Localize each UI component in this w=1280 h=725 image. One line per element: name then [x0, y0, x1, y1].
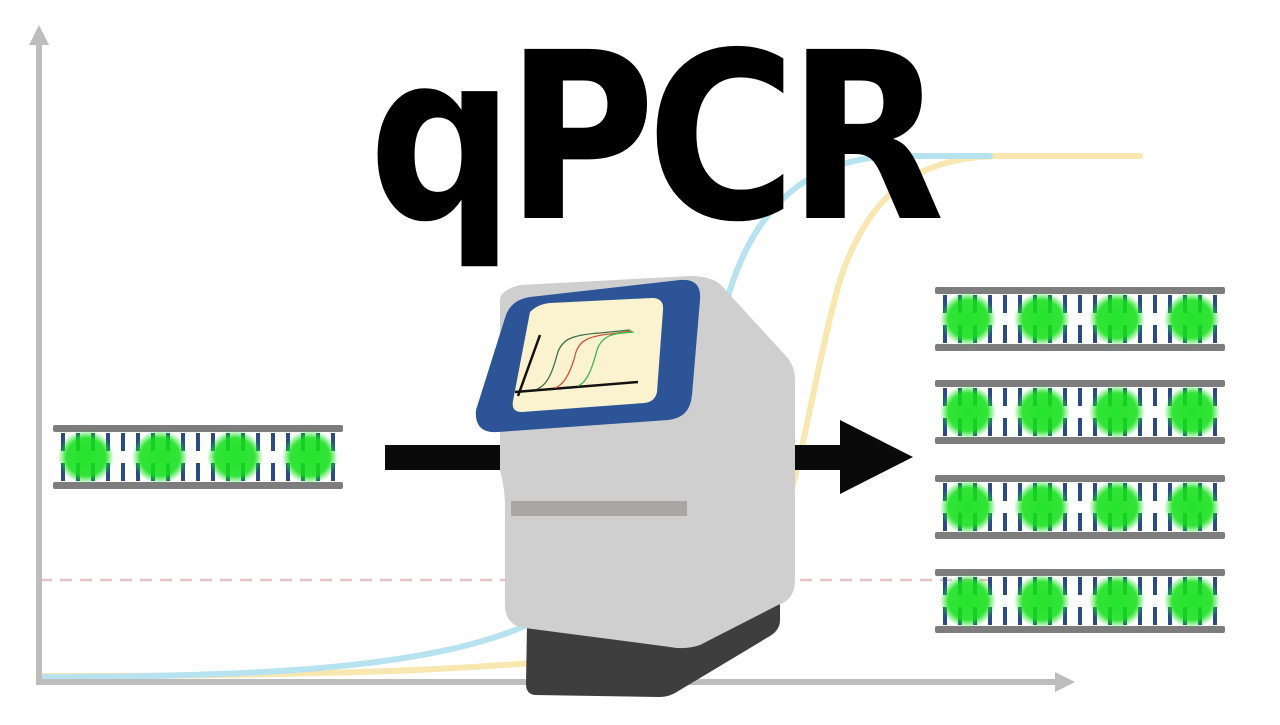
input-dna-strand: [53, 425, 343, 489]
screen: [512, 298, 664, 412]
output-dna-strands: [935, 287, 1225, 633]
output-dna-strand: [935, 287, 1225, 351]
page-title: qPCR: [368, 3, 944, 273]
y-axis-arrow: [29, 25, 49, 685]
machine-slot: [511, 501, 687, 516]
output-dna-strand: [935, 569, 1225, 633]
screen-mini-chart: [514, 329, 639, 397]
output-dna-strand: [935, 475, 1225, 539]
output-dna-strand: [935, 380, 1225, 444]
qpcr-machine: [475, 276, 795, 697]
